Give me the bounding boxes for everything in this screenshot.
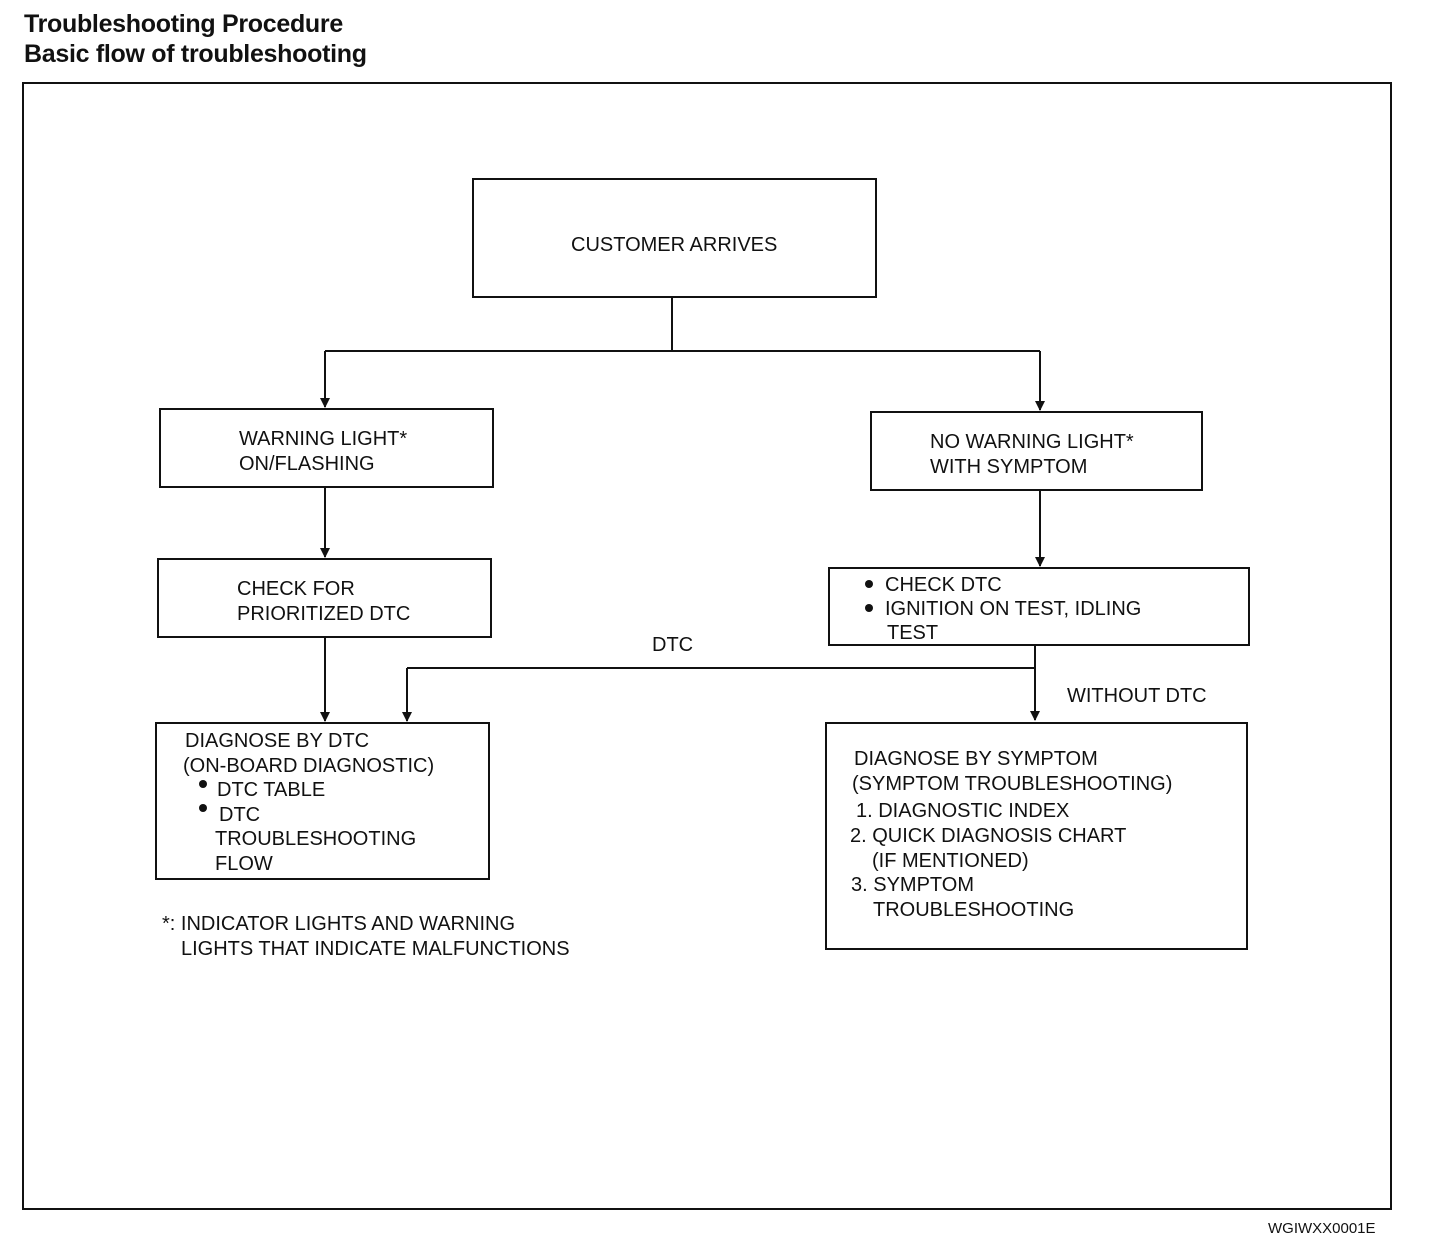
- edge-label-without-dtc: WITHOUT DTC: [1067, 685, 1207, 707]
- node-warning-light: WARNING LIGHT* ON/FLASHING: [159, 408, 494, 488]
- node-item-cont: TEST: [887, 622, 939, 644]
- node-item: 3. SYMPTOM: [851, 874, 974, 896]
- node-check-dtc-tests: CHECK DTC IGNITION ON TEST, IDLING TEST: [828, 567, 1250, 646]
- edge-label-dtc: DTC: [652, 634, 694, 656]
- node-diagnose-by-dtc: DIAGNOSE BY DTC (ON-BOARD DIAGNOSTIC) DT…: [155, 722, 490, 880]
- node-item: DTC: [219, 804, 261, 826]
- node-item-cont: FLOW: [215, 853, 273, 875]
- node-label-line: (ON-BOARD DIAGNOSTIC): [183, 755, 435, 777]
- bullet-icon: [865, 604, 873, 612]
- node-check-prioritized-dtc: CHECK FOR PRIORITIZED DTC: [157, 558, 492, 638]
- node-diagnose-by-symptom: DIAGNOSE BY SYMPTOM (SYMPTOM TROUBLESHOO…: [825, 722, 1248, 950]
- node-item: DTC TABLE: [217, 779, 326, 801]
- node-item-cont: TROUBLESHOOTING: [215, 828, 417, 850]
- node-label-line: PRIORITIZED DTC: [237, 603, 411, 625]
- page-subtitle: Basic flow of troubleshooting: [24, 40, 367, 68]
- node-item: CHECK DTC: [885, 574, 1002, 596]
- node-item: 2. QUICK DIAGNOSIS CHART: [850, 825, 1127, 847]
- node-label-line: WARNING LIGHT*: [239, 428, 408, 450]
- node-label-line: DIAGNOSE BY DTC: [185, 730, 370, 752]
- figure-code: WGIWXX0001E: [1268, 1220, 1376, 1237]
- node-label-line: NO WARNING LIGHT*: [930, 431, 1134, 453]
- node-label-line: (SYMPTOM TROUBLESHOOTING): [852, 773, 1173, 795]
- node-label-line: CHECK FOR: [237, 578, 355, 600]
- bullet-icon: [865, 580, 873, 588]
- page-title: Troubleshooting Procedure: [24, 10, 343, 38]
- node-label: CUSTOMER ARRIVES: [571, 234, 778, 256]
- node-no-warning-light: NO WARNING LIGHT* WITH SYMPTOM: [870, 411, 1203, 491]
- node-item: 1. DIAGNOSTIC INDEX: [856, 800, 1070, 822]
- bullet-icon: [199, 804, 207, 812]
- node-label-line: DIAGNOSE BY SYMPTOM: [854, 748, 1098, 770]
- node-label-line: WITH SYMPTOM: [930, 456, 1088, 478]
- bullet-icon: [199, 780, 207, 788]
- node-customer-arrives: CUSTOMER ARRIVES: [472, 178, 877, 298]
- diagram-frame: [22, 82, 1392, 1210]
- node-item: IGNITION ON TEST, IDLING: [885, 598, 1142, 620]
- node-label-line: ON/FLASHING: [239, 453, 375, 475]
- footnote-line: LIGHTS THAT INDICATE MALFUNCTIONS: [181, 938, 570, 960]
- node-item-cont: (IF MENTIONED): [872, 850, 1029, 872]
- node-item-cont: TROUBLESHOOTING: [873, 899, 1075, 921]
- footnote-line: *: INDICATOR LIGHTS AND WARNING: [162, 913, 515, 935]
